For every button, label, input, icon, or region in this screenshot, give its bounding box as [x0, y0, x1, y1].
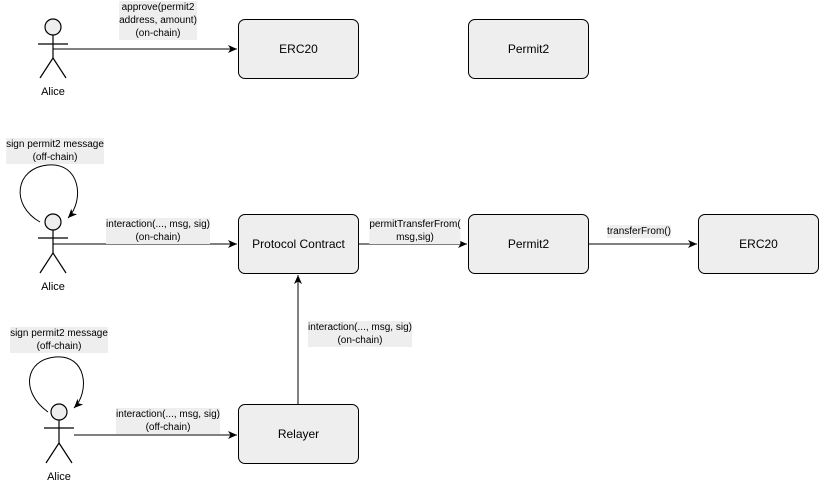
erc20-node: ERC20 [238, 19, 359, 79]
stick-figure-icon [44, 403, 74, 464]
permit2-node: Permit2 [468, 214, 589, 274]
sign-message-label: sign permit2 message(off-chain) [10, 327, 108, 353]
protocol-contract-node: Protocol Contract [238, 214, 359, 274]
transfer-from-label: transferFrom() [607, 225, 671, 238]
relayer-node: Relayer [238, 404, 359, 464]
actor-name: Alice [47, 471, 71, 483]
relayer-interaction-label: interaction(..., msg, sig)(on-chain) [308, 321, 412, 347]
actor-name: Alice [41, 281, 65, 293]
stick-figure-icon [38, 213, 68, 274]
erc20-node: ERC20 [698, 214, 819, 274]
permit2-node: Permit2 [468, 19, 589, 79]
stick-figure-icon [38, 18, 68, 79]
interaction-label: interaction(..., msg, sig)(on-chain) [106, 218, 210, 244]
self-loop-arrow [29, 356, 84, 413]
permit-transfer-label: permitTransferFrom(msg,sig) [369, 218, 461, 244]
sign-message-label: sign permit2 message(off-chain) [6, 138, 104, 164]
self-loop-arrow [19, 164, 79, 223]
actor-name: Alice [41, 86, 65, 98]
offchain-interaction-label: interaction(..., msg, sig)(off-chain) [116, 408, 220, 434]
